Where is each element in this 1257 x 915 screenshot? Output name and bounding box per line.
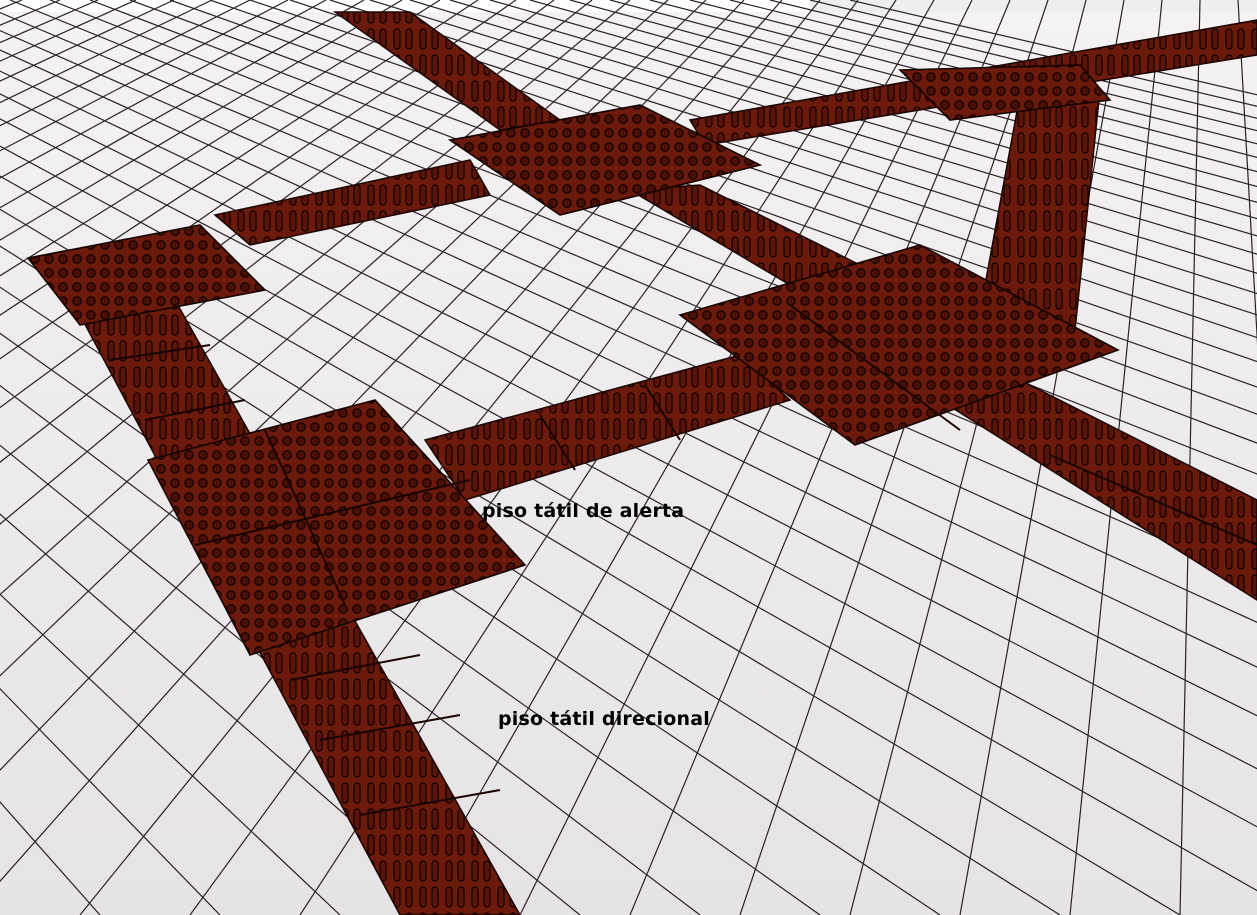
directional-tactile-label: piso tátil direcional [498,708,710,730]
alert-tactile-label: piso tátil de alerta [482,500,684,522]
